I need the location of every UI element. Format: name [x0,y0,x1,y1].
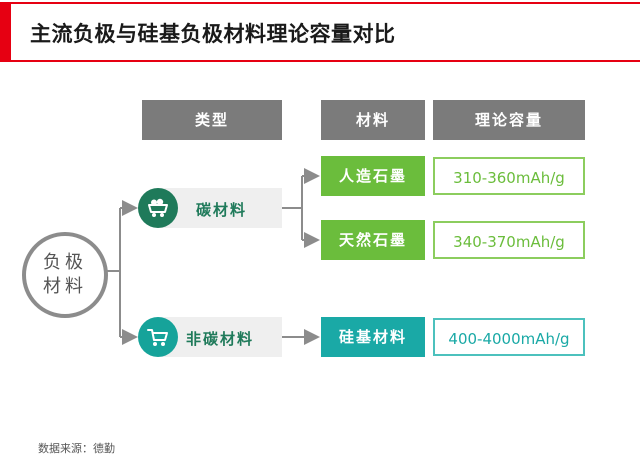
mine-cart-icon [138,188,178,228]
header-bottom-rule [0,60,640,62]
material-natural-graphite: 天然石墨 [321,220,425,260]
title-accent-bar [0,2,11,60]
type-noncarbon-label: 非碳材料 [186,330,255,348]
root-label-line2: 材料 [43,276,87,297]
header-top-rule [11,2,640,4]
source-note: 数据来源：德勤 [38,442,115,455]
type-noncarbon-box [158,317,282,357]
capacity-natural-graphite: 340-370mAh/g [433,221,585,259]
header-capacity: 理论容量 [433,100,585,140]
empty-cart-icon [138,317,178,357]
type-carbon-box [158,188,282,228]
type-carbon-label: 碳材料 [196,201,248,219]
root-node-anode-materials: 负极 材料 [22,232,108,318]
capacity-silicon-based: 400-4000mAh/g [433,318,585,356]
root-label-line1: 负极 [43,251,87,273]
material-silicon-based: 硅基材料 [321,317,425,357]
capacity-artificial-graphite: 310-360mAh/g [433,157,585,195]
header-material: 材料 [321,100,425,140]
page-title: 主流负极与硅基负极材料理论容量对比 [30,22,396,46]
material-artificial-graphite: 人造石墨 [321,156,425,196]
header-type: 类型 [142,100,282,140]
